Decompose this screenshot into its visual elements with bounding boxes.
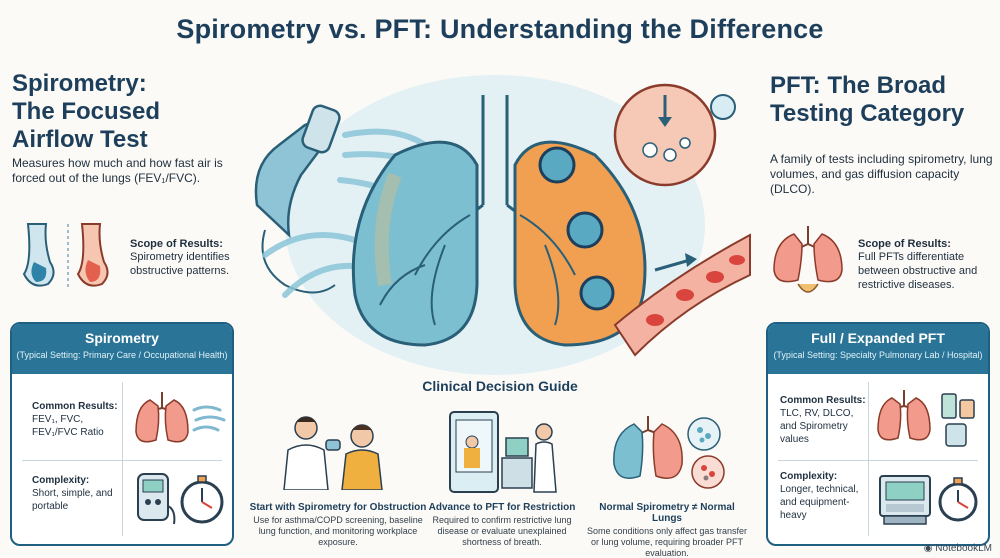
- spirometry-complexity-label: Complexity:: [32, 475, 90, 486]
- pft-results-text: TLC, RV, DLCO, and Spirometry values: [780, 408, 854, 445]
- body-plethysmograph-booth-icon: [449, 411, 557, 493]
- guide-step-1-text: Use for asthma/COPD screening, baseline …: [253, 515, 423, 547]
- guide-step-3: Normal Spirometry ≠ Normal Lungs Some co…: [584, 502, 750, 558]
- guide-step-2-text: Required to confirm restrictive lung dis…: [432, 515, 572, 547]
- spirometry-card-header: Spirometry (Typical Setting: Primary Car…: [12, 324, 232, 374]
- pft-results: Common Results: TLC, RV, DLCO, and Spiro…: [780, 394, 870, 446]
- pft-description: A family of tests including spirometry, …: [770, 152, 993, 196]
- guide-step-1-title: Start with Spirometry for Obstruction: [249, 502, 427, 513]
- spirometry-complexity-text: Short, simple, and portable: [32, 488, 113, 512]
- spirometry-scope-title: Scope of Results:: [130, 238, 223, 250]
- doctor-patient-spirometry-icon: [283, 416, 383, 490]
- lungs-illustration: [254, 75, 751, 375]
- pft-scope: Scope of Results: Full PFTs differentiat…: [858, 238, 996, 292]
- spirometer-device-icon: [254, 104, 341, 294]
- spirometry-heading: Spirometry: The Focused Airflow Test: [12, 70, 242, 154]
- lab-equipment-timer-icon: [879, 475, 978, 525]
- lungs-lab-vials-icon: [877, 390, 975, 447]
- pft-complexity-label: Complexity:: [780, 471, 838, 482]
- pft-scope-text: Full PFTs differentiate between obstruct…: [858, 251, 978, 291]
- lungs-airflow-icon: [135, 392, 226, 443]
- airway-comparison-icon: [22, 223, 109, 290]
- spirometry-card-subtitle: (Typical Setting: Primary Care / Occupat…: [16, 350, 228, 360]
- pft-card-header: Full / Expanded PFT (Typical Setting: Sp…: [768, 324, 988, 374]
- portable-spirometer-timer-icon: [137, 473, 224, 525]
- pft-complexity-text: Longer, technical, and equipment-heavy: [780, 484, 859, 521]
- spirometry-results-line2: FEV₁/FVC Ratio: [32, 427, 104, 438]
- spirometry-results-line1: FEV₁, FVC,: [32, 414, 84, 425]
- spirometry-heading-line2: The Focused: [12, 98, 161, 125]
- notebooklm-brand: ◉ NotebookLM: [924, 543, 992, 554]
- pft-results-label: Common Results:: [780, 395, 866, 406]
- normal-vs-diseased-lungs-icon: [613, 416, 725, 489]
- pft-card: Full / Expanded PFT (Typical Setting: Sp…: [766, 322, 990, 546]
- spirometry-scope-text: Spirometry identifies obstructive patter…: [130, 251, 230, 277]
- spirometry-heading-line1: Spirometry:: [12, 70, 147, 97]
- spirometry-description: Measures how much and how fast air is fo…: [12, 156, 223, 185]
- clinical-guide-title: Clinical Decision Guide: [422, 378, 578, 394]
- spirometry-card-title: Spirometry: [85, 330, 159, 346]
- page-title: Spirometry vs. PFT: Understanding the Di…: [176, 14, 824, 44]
- notebooklm-logo-icon: ◉: [923, 543, 936, 554]
- spirometry-results: Common Results: FEV₁, FVC, FEV₁/FVC Rati…: [32, 400, 122, 439]
- spirometry-scope: Scope of Results: Spirometry identifies …: [130, 238, 260, 278]
- spirometry-card: Spirometry (Typical Setting: Primary Car…: [10, 322, 234, 546]
- spirometry-heading-line3: Airflow Test: [12, 126, 148, 153]
- spirometry-results-label: Common Results:: [32, 401, 118, 412]
- guide-step-3-text: Some conditions only affect gas transfer…: [587, 526, 747, 558]
- spirometry-complexity: Complexity: Short, simple, and portable: [32, 474, 122, 513]
- pft-heading-line2: Testing Category: [770, 100, 965, 127]
- pft-heading: PFT: The Broad Testing Category: [770, 72, 995, 128]
- pft-card-title: Full / Expanded PFT: [811, 330, 945, 346]
- pft-heading-line1: PFT: The Broad: [770, 72, 947, 99]
- pft-complexity: Complexity: Longer, technical, and equip…: [780, 470, 870, 522]
- guide-step-2-title: Advance to PFT for Restriction: [428, 502, 576, 513]
- lungs-restriction-icon: [773, 226, 843, 293]
- pft-scope-title: Scope of Results:: [858, 238, 951, 250]
- guide-step-3-title: Normal Spirometry ≠ Normal Lungs: [599, 502, 735, 524]
- brand-label: NotebookLM: [935, 543, 992, 554]
- pft-card-subtitle: (Typical Setting: Specialty Pulmonary La…: [773, 350, 983, 360]
- guide-step-1: Start with Spirometry for Obstruction Us…: [248, 502, 428, 548]
- guide-step-2: Advance to PFT for Restriction Required …: [420, 502, 584, 548]
